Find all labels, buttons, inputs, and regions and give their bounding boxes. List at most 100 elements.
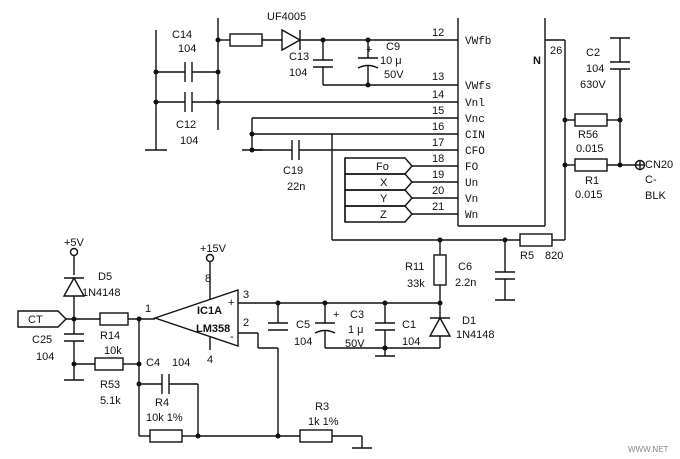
c1-value: 104	[402, 336, 420, 348]
c6-ref: C6	[458, 261, 472, 273]
top-resistor	[218, 33, 282, 47]
c3-capacitor: + C3 1 μ 50V	[314, 303, 365, 350]
opamp-ref: IC1A	[197, 305, 222, 317]
r3-resistor: R3 1k 1%	[299, 401, 362, 443]
c2-ref: C2	[586, 47, 600, 59]
cn20-sig2: BLK	[645, 190, 666, 202]
watermark: WWW.NET	[628, 445, 669, 454]
c5-value: 104	[294, 336, 312, 348]
svg-text:Un: Un	[465, 178, 478, 190]
d1-value: 1N4148	[456, 329, 495, 341]
ic-pin-12: 12 VWfb	[432, 27, 491, 48]
svg-text:Vnc: Vnc	[465, 114, 485, 126]
svg-text:Wn: Wn	[465, 210, 478, 222]
svg-text:Vnl: Vnl	[465, 98, 485, 110]
svg-text:20: 20	[432, 185, 444, 197]
opamp-part: LM358	[196, 323, 230, 335]
ct-label: CT	[28, 314, 43, 326]
svg-text:21: 21	[432, 201, 444, 213]
r5-resistor: R5 820	[519, 233, 565, 262]
ic-pin-19: 19 Un	[432, 169, 478, 190]
svg-text:+: +	[333, 309, 339, 321]
c5-capacitor: C5 104	[268, 303, 312, 348]
c2-value: 104	[586, 63, 604, 75]
r14-resistor: R14 10k	[99, 312, 155, 357]
uf4005-ref: UF4005	[267, 11, 306, 23]
r1-ref: R1	[585, 175, 599, 187]
signal-x: X	[380, 177, 388, 189]
cn20-ref: CN20	[645, 159, 673, 171]
signal-tags: Fo X Y Z	[344, 157, 458, 223]
svg-text:Vn: Vn	[465, 194, 478, 206]
signal-fo: Fo	[376, 161, 389, 173]
ic-pin-n-label: N	[533, 55, 541, 67]
d1-diode: D1 1N4148	[428, 303, 495, 348]
c25-ref: C25	[32, 334, 52, 346]
svg-text:13: 13	[432, 71, 444, 83]
svg-text:+: +	[366, 44, 372, 56]
opamp-pin-3: 3	[243, 289, 249, 301]
svg-text:19: 19	[432, 169, 444, 181]
c25-value: 104	[36, 351, 54, 363]
c19-value: 22n	[287, 181, 305, 193]
r4-resistor: R4 10k 1%	[139, 397, 198, 443]
c14-capacitor: C14 104	[156, 29, 218, 82]
opamp-pin-2: 2	[243, 317, 249, 329]
r14-value: 10k	[104, 345, 122, 357]
svg-text:VWfb: VWfb	[465, 36, 491, 48]
supply-5v: +5V	[64, 237, 85, 275]
c12-capacitor: C12 104	[156, 92, 218, 147]
svg-text:FO: FO	[465, 162, 479, 174]
c9-ref: C9	[386, 41, 400, 53]
ic-pin-18: 18 FO	[432, 153, 479, 174]
r1-value: 0.015	[575, 189, 603, 201]
c25-capacitor: C25 104	[32, 319, 84, 380]
c9-capacitor: + C9 10 μ 50V	[357, 40, 404, 85]
supply-5v-label: +5V	[64, 237, 85, 249]
d1-ref: D1	[462, 315, 476, 327]
ic-pin-17: 17 CFO	[432, 137, 485, 158]
c5-ref: C5	[296, 319, 310, 331]
c9-value: 10 μ	[380, 55, 402, 67]
c19-capacitor: C19 22n	[252, 140, 458, 193]
c1-ref: C1	[402, 319, 416, 331]
ic-pin-14: 14 Vnl	[432, 89, 485, 110]
cn20-connector: CN20 C- BLK	[634, 159, 673, 202]
r4-value: 10k 1%	[146, 412, 183, 424]
r5-value: 820	[545, 250, 563, 262]
svg-text:17: 17	[432, 137, 444, 149]
c3-voltage: 50V	[345, 338, 365, 350]
c3-value: 1 μ	[348, 324, 364, 336]
r56-resistor: R56 0.015	[565, 113, 620, 155]
opamp-plus: +	[228, 297, 234, 309]
r56-ref: R56	[578, 129, 598, 141]
c4-ref: C4	[146, 357, 160, 369]
left-bus	[145, 30, 167, 151]
d5-diode: D5 1N4148	[62, 271, 121, 319]
r53-resistor: R53 5.1k	[74, 357, 139, 407]
d5-ref: D5	[98, 271, 112, 283]
ic-pin-16: 16 CIN	[432, 121, 485, 142]
r53-value: 5.1k	[100, 395, 121, 407]
r11-ref: R11	[405, 261, 424, 273]
signal-y: Y	[380, 193, 388, 205]
supply-15v-label: +15V	[200, 243, 227, 255]
opamp-pin-4: 4	[207, 354, 213, 366]
r3-ref: R3	[315, 401, 329, 413]
svg-text:18: 18	[432, 153, 444, 165]
d5-value: 1N4148	[82, 287, 121, 299]
opamp-ic1a: IC1A LM358 + -	[152, 289, 239, 347]
svg-text:14: 14	[432, 89, 444, 101]
opamp-minus: -	[230, 331, 234, 343]
svg-text:16: 16	[432, 121, 444, 133]
svg-text:15: 15	[432, 105, 444, 117]
svg-text:12: 12	[432, 27, 444, 39]
c4-capacitor: C4 104	[139, 357, 198, 394]
c6-value: 2.2n	[455, 277, 476, 289]
r5-ref: R5	[520, 250, 534, 262]
c9-voltage: 50V	[384, 69, 404, 81]
r3-value: 1k 1%	[308, 416, 339, 428]
c13-capacitor: C13 104	[289, 40, 333, 85]
uf4005-diode: UF4005	[267, 11, 458, 52]
c1-capacitor: C1 104	[375, 303, 420, 348]
